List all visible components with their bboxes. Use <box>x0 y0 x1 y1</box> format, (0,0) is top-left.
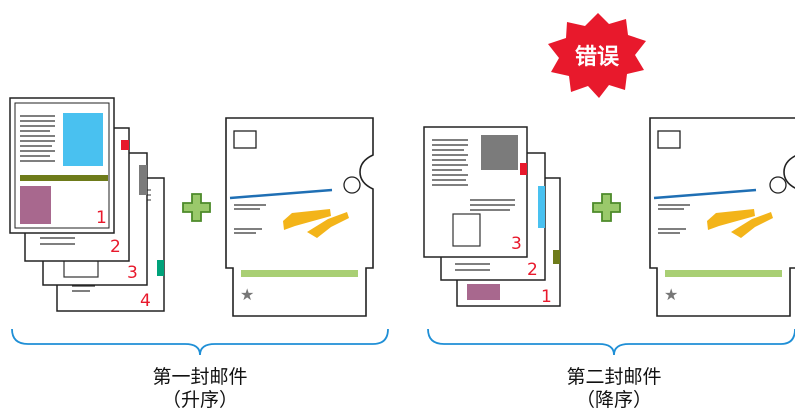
right-page-3: 3 <box>423 126 528 258</box>
right-caption-order: （降序） <box>575 389 652 411</box>
error-badge: 错误 <box>548 13 646 98</box>
left-bracket <box>11 328 389 356</box>
left-page-number-3: 3 <box>127 263 138 283</box>
left-page-stack: 4 3 2 <box>9 97 165 312</box>
left-page-number-4: 4 <box>140 291 151 311</box>
right-page-number-2: 2 <box>527 260 538 280</box>
right-page-number-1: 1 <box>541 287 552 307</box>
right-caption-title: 第二封邮件 <box>566 366 662 388</box>
right-plus-icon <box>592 193 621 222</box>
left-caption: 第一封邮件 （升序） <box>100 366 300 412</box>
left-envelope: ★ <box>225 117 374 317</box>
left-plus-icon <box>182 193 211 222</box>
left-page-number-1: 1 <box>96 208 107 228</box>
left-envelope-star-icon: ★ <box>240 285 254 304</box>
right-bracket <box>427 328 795 356</box>
right-caption: 第二封邮件 （降序） <box>514 366 714 412</box>
right-page-number-3: 3 <box>511 234 522 254</box>
left-caption-order: （升序） <box>161 389 238 411</box>
right-envelope-star-icon: ★ <box>664 285 678 304</box>
left-page-number-2: 2 <box>110 237 121 257</box>
right-envelope: ★ <box>649 117 795 317</box>
error-badge-label: 错误 <box>575 44 620 70</box>
right-page-stack: 1 2 3 <box>423 126 561 307</box>
left-page-1: 1 <box>9 97 115 234</box>
left-caption-title: 第一封邮件 <box>152 366 248 388</box>
error-burst-shape <box>548 13 646 98</box>
